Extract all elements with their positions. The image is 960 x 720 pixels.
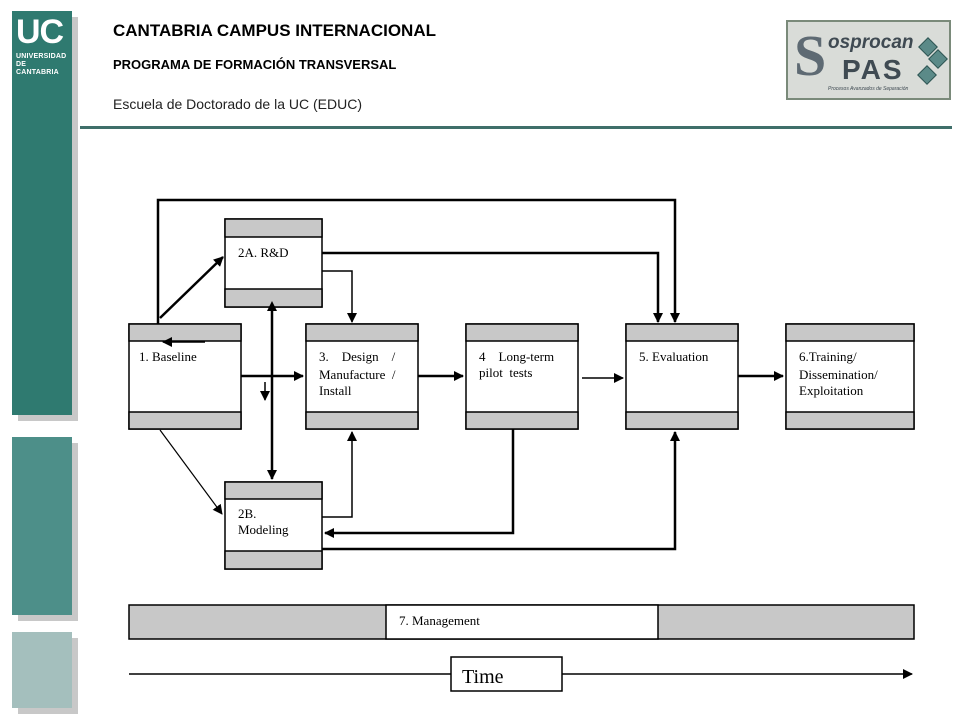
box-design: 3. Design / Manufacture / Install bbox=[305, 323, 419, 430]
box-modeling: 2B. Modeling bbox=[224, 481, 323, 570]
bar-dark-teal bbox=[12, 11, 72, 415]
box-modeling-line1: 2B. bbox=[238, 506, 256, 521]
box-evaluation-label: 5. Evaluation bbox=[639, 349, 709, 364]
sosprocan-logo: S osprocan PAS Procesos Avanzados de Sep… bbox=[786, 20, 951, 100]
logo-top-word: osprocan bbox=[828, 32, 914, 53]
box-design-line3: Install bbox=[319, 383, 352, 398]
management-bar: 7. Management bbox=[128, 604, 915, 640]
uc-logo-letters: UC bbox=[16, 13, 64, 51]
bar-light-teal bbox=[12, 632, 72, 708]
logo-subtitle: Procesos Avanzados de Separación bbox=[828, 86, 909, 92]
box-design-line1: 3. Design / bbox=[319, 349, 396, 364]
box-evaluation: 5. Evaluation bbox=[625, 323, 739, 430]
arrow-rd-to-evaluation bbox=[322, 251, 663, 323]
arrow-baseline-to-modeling bbox=[159, 429, 223, 515]
box-rd: 2A. R&D bbox=[224, 218, 323, 308]
box-baseline: 1. Baseline bbox=[128, 323, 242, 430]
time-label: Time bbox=[462, 666, 504, 688]
uc-logo: UC UNIVERSIDAD DE CANTABRIA bbox=[16, 15, 70, 77]
uc-logo-line1: UNIVERSIDAD bbox=[16, 53, 67, 60]
box-longterm-line2: pilot tests bbox=[479, 365, 532, 380]
arrow-rd-to-design bbox=[322, 270, 357, 323]
header-program: PROGRAMA DE FORMACIÓN TRANSVERSAL bbox=[113, 57, 397, 72]
arrow-baseline-to-rd bbox=[159, 256, 224, 319]
arrow-baseline-loop-to-evaluation bbox=[156, 198, 680, 324]
arrow-modeling-to-evaluation bbox=[322, 431, 680, 551]
logo-big-letter: S bbox=[794, 23, 827, 88]
box-baseline-label: 1. Baseline bbox=[139, 349, 197, 364]
box-modeling-line2: Modeling bbox=[238, 522, 289, 537]
management-label: 7. Management bbox=[399, 613, 480, 628]
box-longterm-line1: 4 Long-term bbox=[479, 349, 554, 364]
bar-mid-teal bbox=[12, 437, 72, 615]
header-school: Escuela de Doctorado de la UC (EDUC) bbox=[113, 96, 362, 112]
header-rule bbox=[80, 126, 952, 129]
time-axis: Time bbox=[129, 656, 913, 692]
box-rd-label: 2A. R&D bbox=[238, 245, 289, 260]
logo-word: PAS bbox=[842, 54, 904, 85]
box-training-line2: Dissemination/ bbox=[799, 367, 878, 382]
box-longterm: 4 Long-term pilot tests bbox=[465, 323, 579, 430]
box-training-line3: Exploitation bbox=[799, 383, 864, 398]
arrow-longterm-to-modeling bbox=[324, 429, 515, 538]
uc-logo-line2: DE CANTABRIA bbox=[16, 61, 59, 76]
header-title: CANTABRIA CAMPUS INTERNACIONAL bbox=[113, 21, 436, 40]
box-training-line1: 6.Training/ bbox=[799, 349, 857, 364]
box-training: 6.Training/ Dissemination/ Exploitation bbox=[785, 323, 915, 430]
arrow-modeling-to-design bbox=[322, 431, 357, 518]
arrows bbox=[156, 198, 784, 551]
box-design-line2: Manufacture / bbox=[319, 367, 396, 382]
